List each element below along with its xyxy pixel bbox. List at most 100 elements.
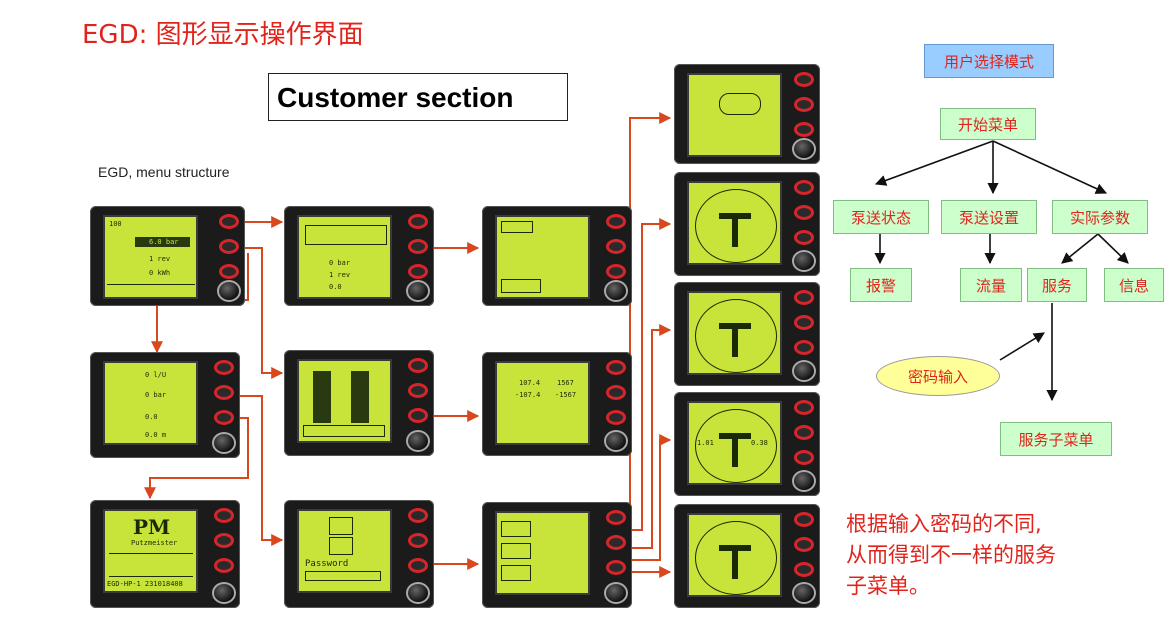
rotary-knob[interactable]	[604, 430, 628, 452]
slide-title: EGD: 图形显示操作界面	[82, 20, 364, 50]
rotary-knob[interactable]	[604, 280, 628, 302]
softkey-button[interactable]	[794, 512, 814, 527]
screen-value: 0 kWh	[149, 269, 171, 277]
rotary-knob[interactable]	[217, 280, 241, 302]
device-actual-values: 107.4 1567 -107.4 -1567	[482, 352, 632, 456]
softkey-button[interactable]	[606, 360, 626, 375]
lcd-screen: 107.4 1567 -107.4 -1567	[495, 361, 590, 445]
rotary-knob[interactable]	[792, 470, 816, 492]
softkey-button[interactable]	[219, 214, 239, 229]
rotary-knob[interactable]	[604, 582, 628, 604]
rotary-knob[interactable]	[792, 582, 816, 604]
password-label: Password	[305, 559, 349, 569]
softkey-button[interactable]	[606, 560, 626, 575]
device-submenu	[482, 206, 632, 306]
screen-value: 1567	[557, 379, 574, 387]
device-flow	[284, 350, 434, 456]
softkey-button[interactable]	[606, 264, 626, 279]
softkey-button[interactable]	[408, 408, 428, 423]
softkey-button[interactable]	[214, 508, 234, 523]
menu-caption: EGD, menu structure	[98, 164, 230, 180]
softkey-button[interactable]	[794, 230, 814, 245]
device-password: Password	[284, 500, 434, 608]
rotary-knob[interactable]	[212, 432, 236, 454]
device-service-sub-4: 1.01 0.38	[674, 392, 820, 496]
softkey-button[interactable]	[794, 290, 814, 305]
device-service-sub-1	[674, 64, 820, 164]
screen-value: 100	[109, 220, 122, 228]
service-node: 服务	[1027, 268, 1087, 302]
softkey-button[interactable]	[606, 410, 626, 425]
lcd-screen	[297, 359, 392, 443]
softkey-button[interactable]	[794, 400, 814, 415]
screen-value: -107.4	[515, 391, 541, 399]
softkey-button[interactable]	[408, 533, 428, 548]
lcd-screen	[687, 513, 782, 597]
softkey-button[interactable]	[794, 450, 814, 465]
softkey-button[interactable]	[214, 558, 234, 573]
softkey-button[interactable]	[606, 535, 626, 550]
screen-value: 0.38	[751, 439, 768, 447]
rotary-knob[interactable]	[406, 430, 430, 452]
service-submenu-node: 服务子菜单	[1000, 422, 1112, 456]
lcd-screen	[687, 73, 782, 157]
softkey-button[interactable]	[606, 385, 626, 400]
device-main-menu: 100 6.0 bar 1 rev 0 kWh	[90, 206, 245, 306]
screen-value: 0.0	[145, 413, 158, 421]
softkey-button[interactable]	[408, 383, 428, 398]
softkey-button[interactable]	[214, 410, 234, 425]
pump-settings-node: 泵送设置	[941, 200, 1037, 234]
rotary-knob[interactable]	[792, 250, 816, 272]
softkey-button[interactable]	[794, 205, 814, 220]
lcd-screen: PM Putzmeister EGD-HP-1 231018408	[103, 509, 198, 593]
screen-value: 6.0 bar	[149, 238, 179, 246]
softkey-button[interactable]	[794, 425, 814, 440]
screen-value: 0 bar	[145, 391, 167, 399]
softkey-button[interactable]	[794, 97, 814, 112]
password-input-ellipse: 密码输入	[876, 356, 1000, 396]
softkey-button[interactable]	[408, 508, 428, 523]
softkey-button[interactable]	[408, 358, 428, 373]
softkey-button[interactable]	[606, 239, 626, 254]
softkey-button[interactable]	[408, 239, 428, 254]
softkey-button[interactable]	[606, 214, 626, 229]
softkey-button[interactable]	[408, 214, 428, 229]
rotary-knob[interactable]	[406, 280, 430, 302]
softkey-button[interactable]	[794, 340, 814, 355]
softkey-button[interactable]	[214, 533, 234, 548]
softkey-button[interactable]	[794, 537, 814, 552]
screen-value: 0.0 m	[145, 431, 167, 439]
softkey-button[interactable]	[408, 264, 428, 279]
note-text: 根据输入密码的不同, 从而得到不一样的服务 子菜单。	[846, 509, 1156, 602]
customer-section-title: Customer section	[268, 73, 568, 121]
softkey-button[interactable]	[214, 360, 234, 375]
softkey-button[interactable]	[219, 239, 239, 254]
rotary-knob[interactable]	[792, 360, 816, 382]
device-info: PM Putzmeister EGD-HP-1 231018408	[90, 500, 240, 608]
screen-value: 1 rev	[149, 255, 171, 263]
note-line: 根据输入密码的不同,	[846, 512, 1042, 536]
softkey-button[interactable]	[794, 122, 814, 137]
softkey-button[interactable]	[606, 510, 626, 525]
lcd-screen	[687, 181, 782, 265]
softkey-button[interactable]	[214, 385, 234, 400]
screen-value: 107.4	[519, 379, 541, 387]
flow-node: 流量	[960, 268, 1022, 302]
rotary-knob[interactable]	[792, 138, 816, 160]
rotary-knob[interactable]	[406, 582, 430, 604]
device-pump-settings: 0 l/U 0 bar 0.0 0.0 m	[90, 352, 240, 458]
softkey-button[interactable]	[408, 558, 428, 573]
softkey-button[interactable]	[794, 562, 814, 577]
softkey-button[interactable]	[794, 180, 814, 195]
screen-value: 0.0	[329, 283, 342, 291]
softkey-button[interactable]	[219, 264, 239, 279]
device-service-sub-5	[674, 504, 820, 608]
password-field[interactable]	[305, 571, 381, 581]
rotary-knob[interactable]	[212, 582, 236, 604]
screen-value: 0 l/U	[145, 371, 167, 379]
brand-name: Putzmeister	[131, 539, 178, 547]
softkey-button[interactable]	[794, 315, 814, 330]
lcd-screen: Password	[297, 509, 392, 593]
softkey-button[interactable]	[794, 72, 814, 87]
note-line: 从而得到不一样的服务	[846, 543, 1056, 567]
